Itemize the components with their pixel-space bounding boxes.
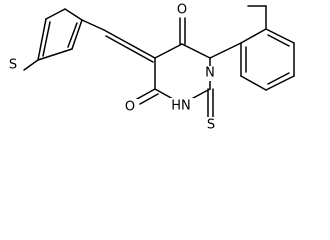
- bond: [64, 8, 83, 21]
- bond: [105, 35, 154, 63]
- atom-label-thiophene-s: S: [6, 57, 20, 73]
- atom-symbol: O: [125, 100, 135, 115]
- bond: [23, 59, 39, 71]
- atom-symbol: O: [177, 3, 187, 18]
- bond: [181, 43, 211, 59]
- bond: [67, 22, 78, 48]
- bond: [37, 18, 47, 61]
- thiophene-ring: [37, 8, 83, 61]
- bond: [267, 34, 290, 47]
- bond: [42, 21, 51, 57]
- bond: [139, 93, 159, 105]
- bond: [265, 75, 295, 91]
- atom-symbol: S: [9, 58, 17, 73]
- bond: [37, 48, 73, 61]
- atom-label-carbonyl-o-bottom: O: [123, 99, 138, 115]
- atom-label-nh: HN: [168, 98, 194, 114]
- bond: [240, 28, 267, 44]
- pyrimidine-ring: [154, 43, 211, 105]
- tolyl-ring: [240, 28, 295, 91]
- atom-symbol: HN: [171, 99, 191, 114]
- bond: [45, 8, 66, 20]
- bond: [81, 19, 105, 31]
- atom-symbol: S: [207, 118, 215, 133]
- bond: [103, 29, 156, 59]
- atom-label-carbonyl-o-top: O: [175, 2, 190, 18]
- atom-symbol: N: [205, 66, 215, 81]
- atom-label-ring-n: N: [203, 66, 217, 81]
- bond: [154, 43, 183, 59]
- bond: [267, 72, 290, 85]
- bond: [240, 75, 267, 91]
- bond: [71, 19, 83, 50]
- atom-label-thione-s: S: [204, 117, 218, 133]
- molecule-diagram: S O N O HN S: [6, 2, 295, 133]
- bond: [209, 42, 242, 59]
- bond: [136, 88, 156, 100]
- bond: [265, 28, 295, 44]
